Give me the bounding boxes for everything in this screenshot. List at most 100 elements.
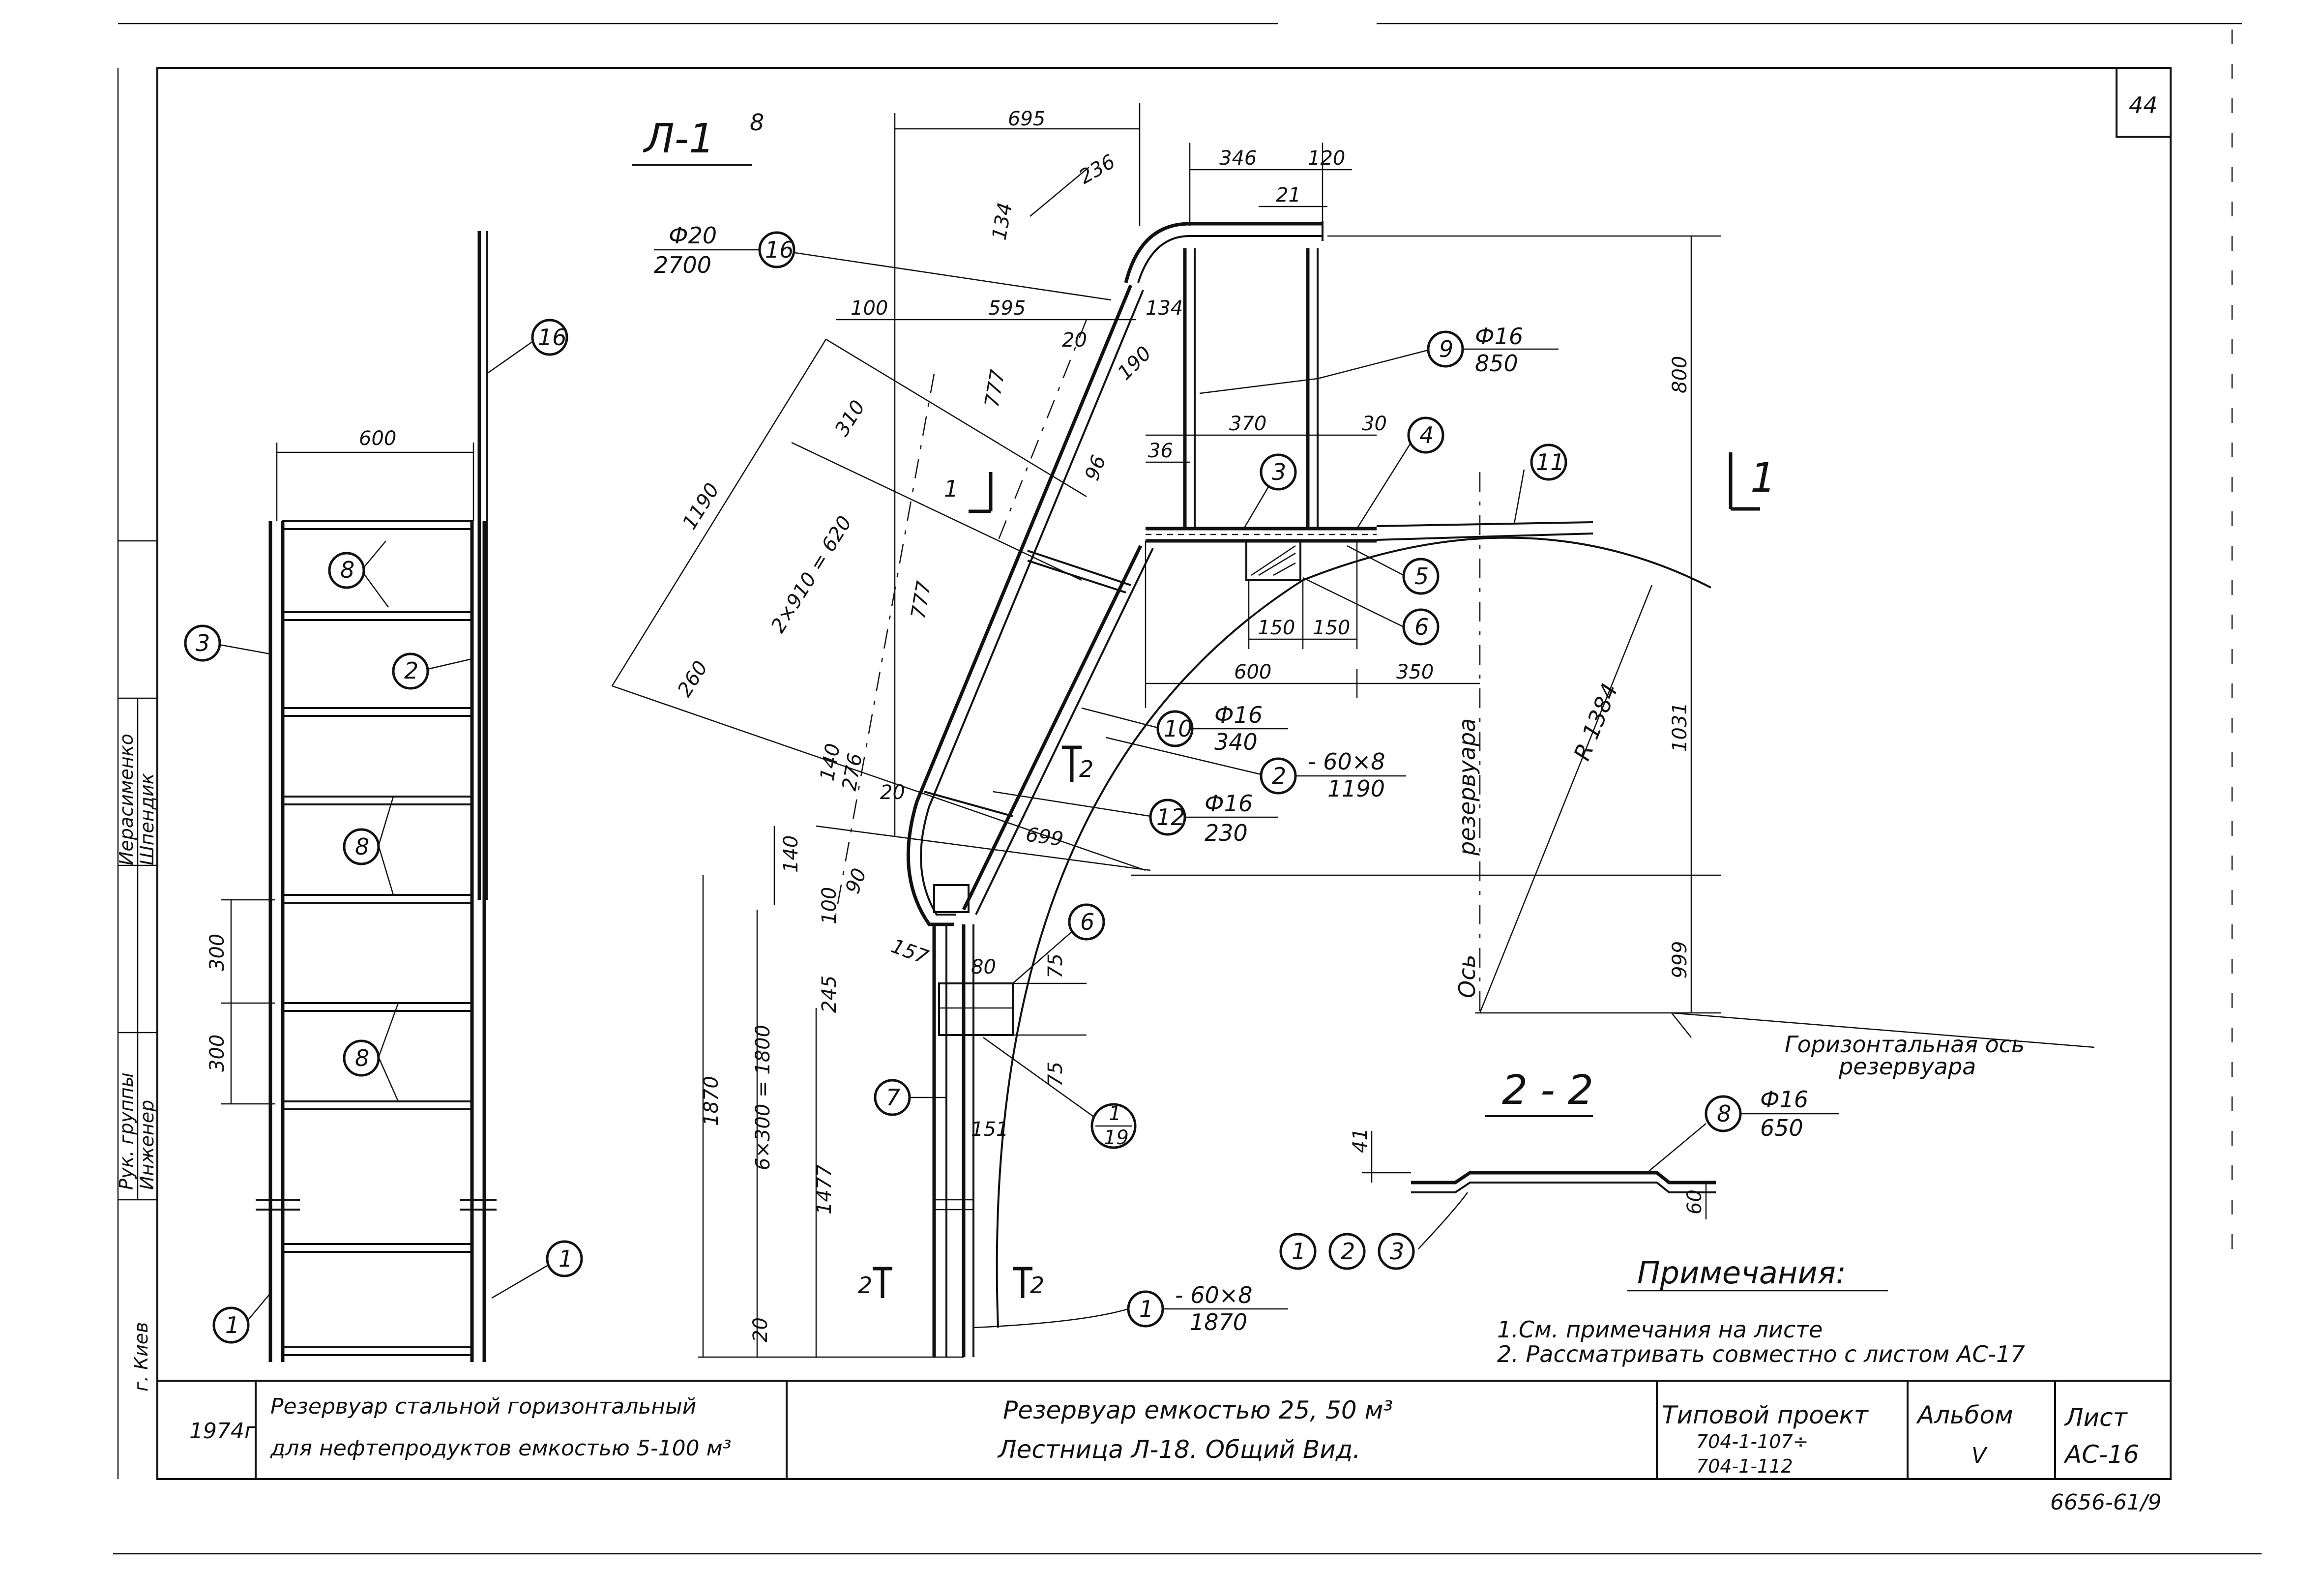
dim-90: 90	[841, 865, 871, 897]
stamp-name-2: Шпендик	[136, 773, 158, 865]
callout-12-spec-top: Ф16	[1205, 790, 1253, 817]
callout-16-top-spec-bottom: 2700	[654, 252, 711, 278]
callout-9: 9 Ф16 850	[1199, 323, 1559, 394]
callout-2-spec-top: - 60×8	[1308, 748, 1385, 775]
callout-5-num: 5	[1414, 563, 1429, 590]
callout-8c: 8	[343, 1003, 399, 1102]
section-mark-2-right: 2	[1013, 1267, 1044, 1299]
callout-4-num: 4	[1419, 422, 1434, 448]
dim-999: 999	[1669, 941, 1691, 978]
callout-10-num: 10	[1164, 715, 1193, 742]
callout-1-left-a: 1	[491, 1240, 583, 1299]
notes-line-1: 1.См. примечания на листе	[1497, 1316, 1823, 1343]
dim-20-a: 20	[1062, 329, 1087, 352]
callout-11-num: 11	[1536, 449, 1565, 475]
dim-777-b: 777	[907, 579, 936, 621]
dim-21: 21	[1276, 184, 1301, 207]
callout-2-spec-bottom: 1190	[1327, 775, 1385, 802]
callout-1-left-b-num: 1	[225, 1312, 239, 1338]
dim-346: 346	[1219, 147, 1257, 170]
drawing-title-sup: 8	[750, 109, 764, 136]
section-mark-1-right: 1	[1729, 452, 1776, 511]
dim-600-left: 600	[359, 427, 396, 450]
notes: Примечания: 1.См. примечания на листе 2.…	[1497, 1255, 2025, 1367]
section-mark-2-ladder-label: 2	[1079, 756, 1093, 782]
dim-1031: 1031	[1669, 702, 1691, 752]
ladder-rungs	[282, 520, 473, 1356]
notes-heading: Примечания:	[1637, 1255, 1846, 1291]
callout-1-2-3: 1 2 3	[1279, 1192, 1469, 1270]
callout-16-top: 16 Ф20 2700	[654, 222, 1112, 301]
dim-96: 96	[1081, 452, 1111, 484]
dim-695: 695	[1008, 108, 1045, 130]
stamp-row-1: Рук. группы	[116, 1072, 137, 1190]
callout-4: 4	[1356, 416, 1444, 529]
dim-60: 60	[1683, 1189, 1706, 1215]
stamp-name-1: Иерасименко	[116, 734, 137, 865]
lower-vertical-ladder: 1870 6×300 = 1800 1477 20 245 80 75 75 1…	[698, 875, 1288, 1358]
dim-20-c: 20	[749, 1317, 772, 1342]
section-mark-1-right-label: 1	[1750, 455, 1776, 502]
callout-10: 10 Ф16 340	[1081, 702, 1288, 755]
callout-2-num: 2	[1272, 763, 1286, 789]
drawing-title: Л-1	[643, 116, 714, 162]
dim-310: 310	[830, 396, 869, 440]
callout-8b-num: 8	[355, 833, 369, 860]
section-mark-2-ladder: 2	[1062, 745, 1093, 782]
tb-project-number-2: 704-1-112	[1696, 1455, 1793, 1477]
tb-sheet-label: Лист	[2064, 1403, 2128, 1432]
tb-album-label: Альбом	[1916, 1401, 2013, 1429]
callout-7-num: 7	[886, 1084, 900, 1111]
dim-120: 120	[1308, 147, 1345, 170]
main-view-title: Л-1 8	[632, 109, 764, 166]
dim-260: 260	[673, 657, 712, 701]
callout-6b: 6	[1012, 903, 1105, 984]
dim-245: 245	[818, 976, 841, 1013]
callout-9-spec-top: Ф16	[1475, 323, 1523, 350]
axis-horizontal-label2: резервуара	[1838, 1053, 1976, 1080]
dim-151: 151	[971, 1118, 1008, 1141]
dim-100-b: 100	[818, 887, 841, 924]
tb-description-2: для нефтепродуктов емкостью 5-100 м³	[270, 1436, 732, 1461]
callout-123-b: 2	[1341, 1238, 1355, 1265]
callout-16-top-spec-top: Ф20	[669, 222, 717, 249]
dim-350: 350	[1396, 661, 1434, 683]
callout-12: 12 Ф16 230	[993, 790, 1278, 846]
callout-1-left-b: 1	[212, 1293, 271, 1344]
callout-10-spec-bottom: 340	[1214, 729, 1258, 755]
callout-123-a: 1	[1292, 1238, 1306, 1265]
dim-41: 41	[1349, 1128, 1372, 1153]
callout-11: 11	[1513, 444, 1567, 524]
callout-6b-num: 6	[1080, 909, 1094, 935]
dim-150-a: 150	[1258, 617, 1295, 639]
dim-2x910: 2×910 = 620	[766, 512, 856, 637]
callout-3-left-num: 3	[196, 630, 210, 656]
dim-75-b: 75	[1044, 1062, 1067, 1087]
radius-label: R 1384	[1568, 680, 1623, 764]
dim-1190: 1190	[678, 479, 724, 534]
dim-75-a: 75	[1044, 953, 1067, 978]
callout-8-section-num: 8	[1717, 1100, 1731, 1127]
callout-10-spec-top: Ф16	[1214, 702, 1263, 728]
dim-300-b: 300	[206, 1035, 229, 1072]
platform-assembly: 695 346 120 21 800 1031 999 370 30 36 96…	[894, 103, 1776, 1014]
callout-1-19-top: 1	[1109, 1102, 1121, 1125]
callout-8-section-spec-top: Ф16	[1760, 1086, 1808, 1113]
callout-8b: 8	[343, 796, 394, 895]
dim-20-b: 20	[880, 781, 905, 804]
section-mark-2-left: 2	[858, 1267, 892, 1299]
axis-vertical-label: Ось	[1454, 954, 1480, 998]
callout-1-left-a-num: 1	[559, 1245, 573, 1272]
dim-370: 370	[1229, 413, 1266, 435]
dim-699: 699	[1025, 823, 1065, 851]
dim-236: 236	[1075, 150, 1119, 189]
callout-6a: 6	[1302, 577, 1440, 646]
dim-6x300: 6×300 = 1800	[752, 1025, 774, 1170]
callout-12-num: 12	[1156, 804, 1185, 830]
callout-3-left: 3	[184, 624, 271, 662]
inclined-ladder: 236 134 100 595 134 20 190 777 777 1190 …	[611, 150, 1406, 969]
tb-title-1: Резервуар емкостью 25, 50 м³	[1003, 1396, 1393, 1424]
callout-1-bottom-spec-top: - 60×8	[1175, 1282, 1253, 1308]
axis-horizontal-label: Горизонтальная ось	[1785, 1031, 2025, 1058]
